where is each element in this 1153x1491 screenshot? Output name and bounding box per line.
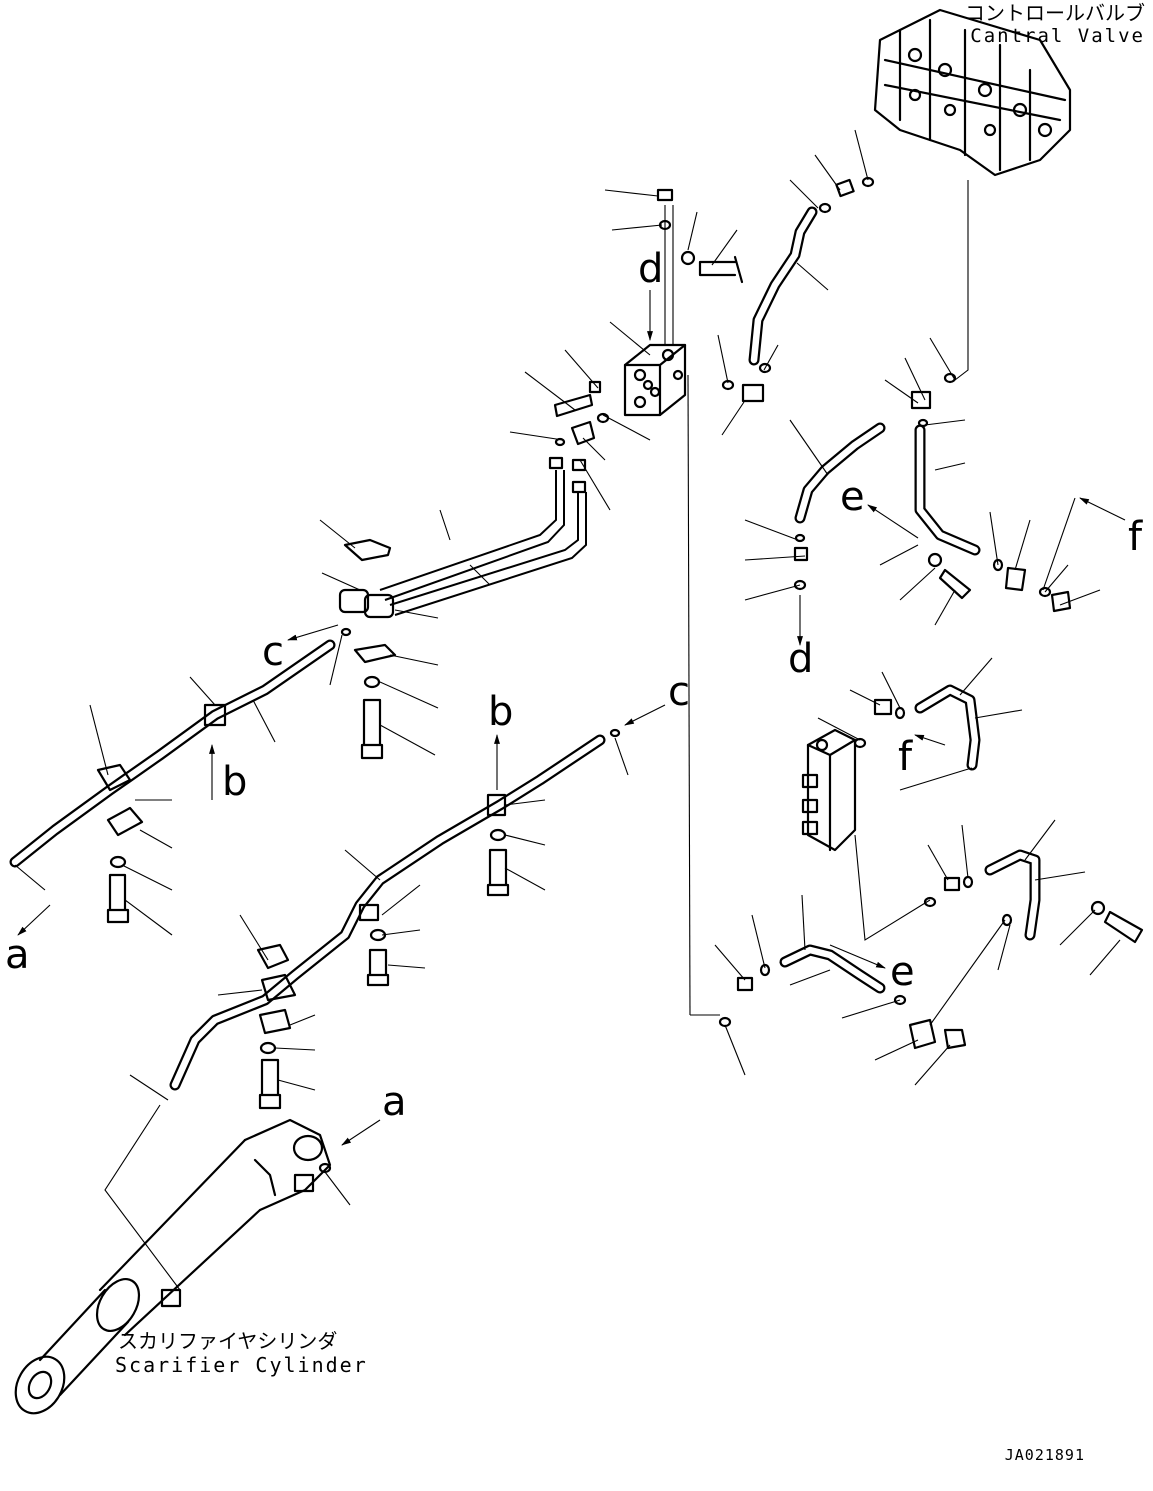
right-lower-hoses: [718, 684, 1144, 1050]
steel-tubes: [379, 470, 587, 616]
manifold-block: [588, 188, 744, 424]
leaders-manifold: [509, 189, 738, 511]
valve-fittings-top: [721, 176, 875, 403]
ref-b-left: b: [222, 759, 247, 805]
right-upper-hoses: [793, 372, 1072, 613]
ref-a-left: a: [5, 932, 30, 978]
drawing-number: JA021891: [1005, 1446, 1085, 1464]
scarifier-label-en: Scarifier Cylinder: [115, 1353, 368, 1377]
hose-lower: [169, 728, 621, 1110]
ref-e-upper: e: [840, 474, 865, 520]
leader-c-vertical: [687, 374, 691, 1016]
control-valve-label-jp: コントロールバルブ: [965, 1, 1145, 25]
ref-f-lower: f: [898, 734, 913, 780]
hose-upper-left: [9, 639, 336, 924]
ref-c-center: c: [668, 669, 690, 715]
ref-e-lower: e: [890, 949, 915, 995]
ref-b-center: b: [488, 689, 513, 735]
distribution-block: [801, 728, 857, 852]
upper-clamp-assembly: [338, 538, 397, 760]
ref-d-lower: d: [788, 636, 813, 682]
ref-c-left: c: [262, 629, 284, 675]
scarifier-label-jp: スカリファイヤシリンダ: [118, 1329, 337, 1353]
ref-d-top: d: [638, 246, 663, 292]
ref-f-upper: f: [1128, 514, 1143, 560]
control-valve: [873, 8, 1072, 177]
control-valve-label-en: Cantral Valve: [970, 25, 1145, 47]
leaders-valve-area: [717, 129, 969, 436]
manifold-fittings: [548, 393, 596, 494]
scarifier-cylinder: [14, 1118, 332, 1415]
ref-a-cylinder: a: [382, 1079, 407, 1125]
